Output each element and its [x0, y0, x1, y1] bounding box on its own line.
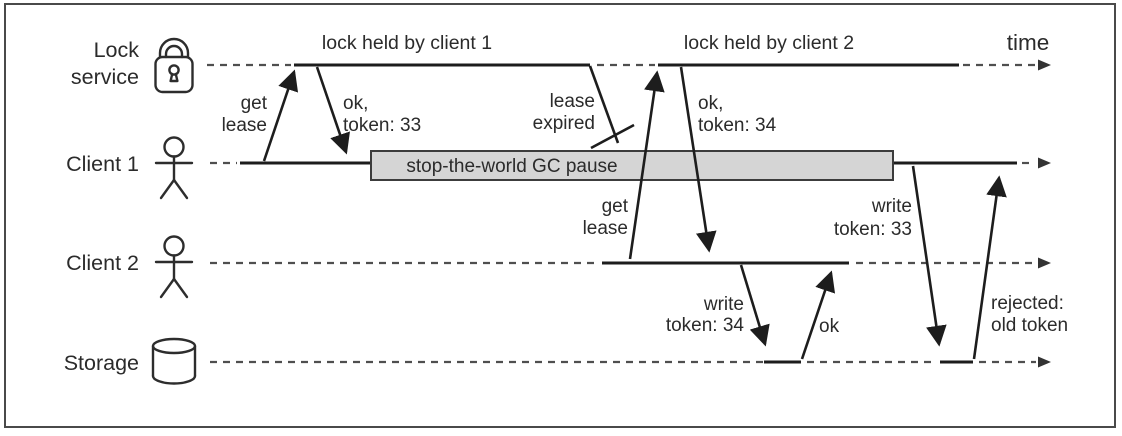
write-token-34-line1: write	[703, 294, 744, 315]
client2-figure-head	[163, 235, 185, 257]
client1-timeline-arrowhead	[1038, 157, 1051, 169]
client1-figure-head	[163, 136, 185, 158]
gc-pause-rect	[370, 150, 894, 181]
figure-frame	[4, 3, 1116, 428]
lock-service-label-line2: service	[71, 65, 139, 89]
arrow-write-token-34	[739, 264, 770, 347]
padlock-icon	[154, 37, 194, 94]
arrow-get-lease-1	[262, 69, 299, 162]
storage-timeline-arrowhead	[1038, 356, 1051, 368]
arrow-ok-ack	[800, 270, 836, 360]
ok-token-33-line2: token: 33	[343, 115, 421, 136]
annotation-write-token-34: write token: 34	[666, 294, 745, 336]
client1-figure-leg-right	[172, 178, 189, 200]
padlock-shackle-inner	[164, 44, 184, 59]
client1-label: Client 1	[66, 152, 139, 176]
arrow-rejected	[972, 175, 1007, 360]
person-icon	[154, 136, 194, 200]
annotation-get-lease-1: get lease	[222, 93, 268, 136]
timeline-storage	[210, 356, 1051, 368]
ok-token-33-line1: ok,	[343, 93, 368, 114]
client2-label: Client 2	[66, 251, 139, 275]
write-token-34-line2: token: 34	[666, 315, 745, 336]
padlock-shackle-outer	[158, 37, 190, 59]
annotation-rejected: rejected: old token	[991, 293, 1068, 336]
lock-held-2-label: lock held by client 2	[684, 32, 854, 54]
lease-expired-line1: lease	[550, 91, 595, 112]
get-lease-1-line2: lease	[222, 115, 267, 136]
client2-figure-leg-left	[159, 277, 176, 299]
cylinder-bottom	[151, 374, 197, 385]
cylinder-top	[151, 337, 197, 355]
timeline-lock-service	[207, 59, 1051, 71]
annotation-lease-expired: lease expired	[533, 91, 595, 134]
lease-expired-marker	[588, 65, 635, 150]
padlock-keyhole-circle	[168, 64, 180, 76]
annotation-ok-ack: ok	[819, 316, 840, 337]
lock-timeline-arrowhead	[1038, 59, 1051, 71]
timeline-client-2	[210, 257, 1051, 269]
padlock-keyhole-stem	[169, 72, 179, 83]
padlock-body	[154, 55, 194, 94]
annotation-get-lease-2: get lease	[583, 196, 629, 239]
lease-expired-line2: expired	[533, 113, 595, 134]
storage-label: Storage	[64, 351, 139, 375]
database-icon	[151, 337, 197, 385]
lock-service-label-line1: Lock	[94, 38, 140, 62]
gc-pause-label: stop-the-world GC pause	[406, 156, 617, 177]
arrow-write-token-33	[911, 165, 947, 347]
person-icon	[154, 235, 194, 299]
client1-figure-leg-left	[159, 178, 176, 200]
rejected-line2: old token	[991, 315, 1068, 336]
annotation-ok-token-33: ok, token: 33	[343, 93, 421, 136]
arrow-ok-token-33	[315, 66, 350, 155]
ok-token-34-line2: token: 34	[698, 115, 777, 136]
timeline-client-1	[210, 157, 1051, 169]
arrow-ok-token-34	[679, 66, 717, 253]
row-label-lock-service: Lock service	[71, 38, 139, 89]
ok-token-34-line1: ok,	[698, 93, 723, 114]
annotation-ok-token-34: ok, token: 34	[698, 93, 777, 136]
lease-expired-line	[588, 65, 620, 144]
get-lease-2-line2: lease	[583, 218, 628, 239]
annotation-write-token-33: write token: 33	[834, 196, 912, 240]
write-token-33-line1: write	[871, 196, 912, 217]
get-lease-2-line1: get	[602, 196, 629, 217]
client2-timeline-arrowhead	[1038, 257, 1051, 269]
time-axis-label: time	[1007, 30, 1050, 55]
client2-figure-leg-right	[172, 277, 189, 299]
arrow-get-lease-2	[628, 70, 665, 260]
lease-expired-cross	[590, 123, 635, 150]
lock-held-1-label: lock held by client 1	[322, 32, 492, 54]
rejected-line1: rejected:	[991, 293, 1064, 314]
write-token-33-line2: token: 33	[834, 219, 912, 240]
gc-pause-box: stop-the-world GC pause	[370, 150, 894, 181]
get-lease-1-line1: get	[241, 93, 268, 114]
